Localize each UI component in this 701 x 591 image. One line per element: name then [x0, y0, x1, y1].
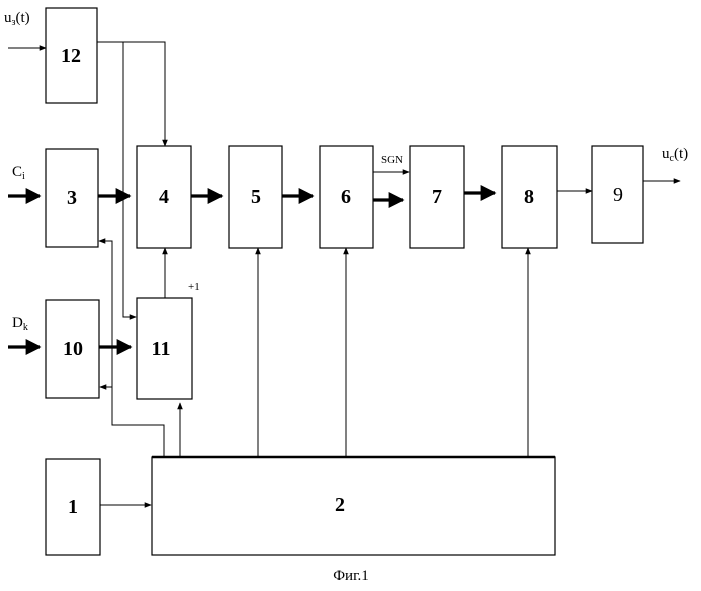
input-u3-label: uз(t) — [4, 10, 30, 28]
block-3-label: 3 — [67, 187, 77, 209]
block-9: 9 — [592, 146, 643, 243]
block-1: 1 — [46, 459, 100, 555]
figure-caption: Фиг.1 — [333, 568, 369, 584]
arrow-12-to-4 — [97, 42, 165, 146]
block-2-label: 2 — [335, 494, 345, 516]
block-1-label: 1 — [68, 496, 78, 518]
block-6: 6 — [320, 146, 373, 248]
plus-one-label: +1 — [188, 281, 200, 293]
sgn-label: SGN — [381, 154, 403, 166]
block-10-label: 10 — [63, 338, 83, 360]
block-7: 7 — [410, 146, 464, 248]
block-9-label: 9 — [613, 184, 623, 206]
block-11: 11 — [137, 298, 192, 399]
block-8-label: 8 — [524, 186, 534, 208]
arrow-12-to-11 — [123, 42, 136, 317]
block-5-label: 5 — [251, 186, 261, 208]
output-u-label: uc(t) — [662, 146, 688, 164]
block-11-label: 11 — [152, 338, 171, 360]
block-7-label: 7 — [432, 186, 442, 208]
connections — [8, 42, 680, 505]
block-10: 10 — [46, 300, 99, 398]
block-12-label: 12 — [61, 45, 81, 67]
block-4: 4 — [137, 146, 191, 248]
block-8: 8 — [502, 146, 557, 248]
block-5: 5 — [229, 146, 282, 248]
input-c-label: Ci — [12, 164, 25, 182]
block-3: 3 — [46, 149, 98, 247]
block-4-label: 4 — [159, 186, 169, 208]
block-6-label: 6 — [341, 186, 351, 208]
input-d-label: Dk — [12, 315, 28, 333]
block-2: 2 — [152, 457, 555, 555]
block-12: 12 — [46, 8, 97, 103]
